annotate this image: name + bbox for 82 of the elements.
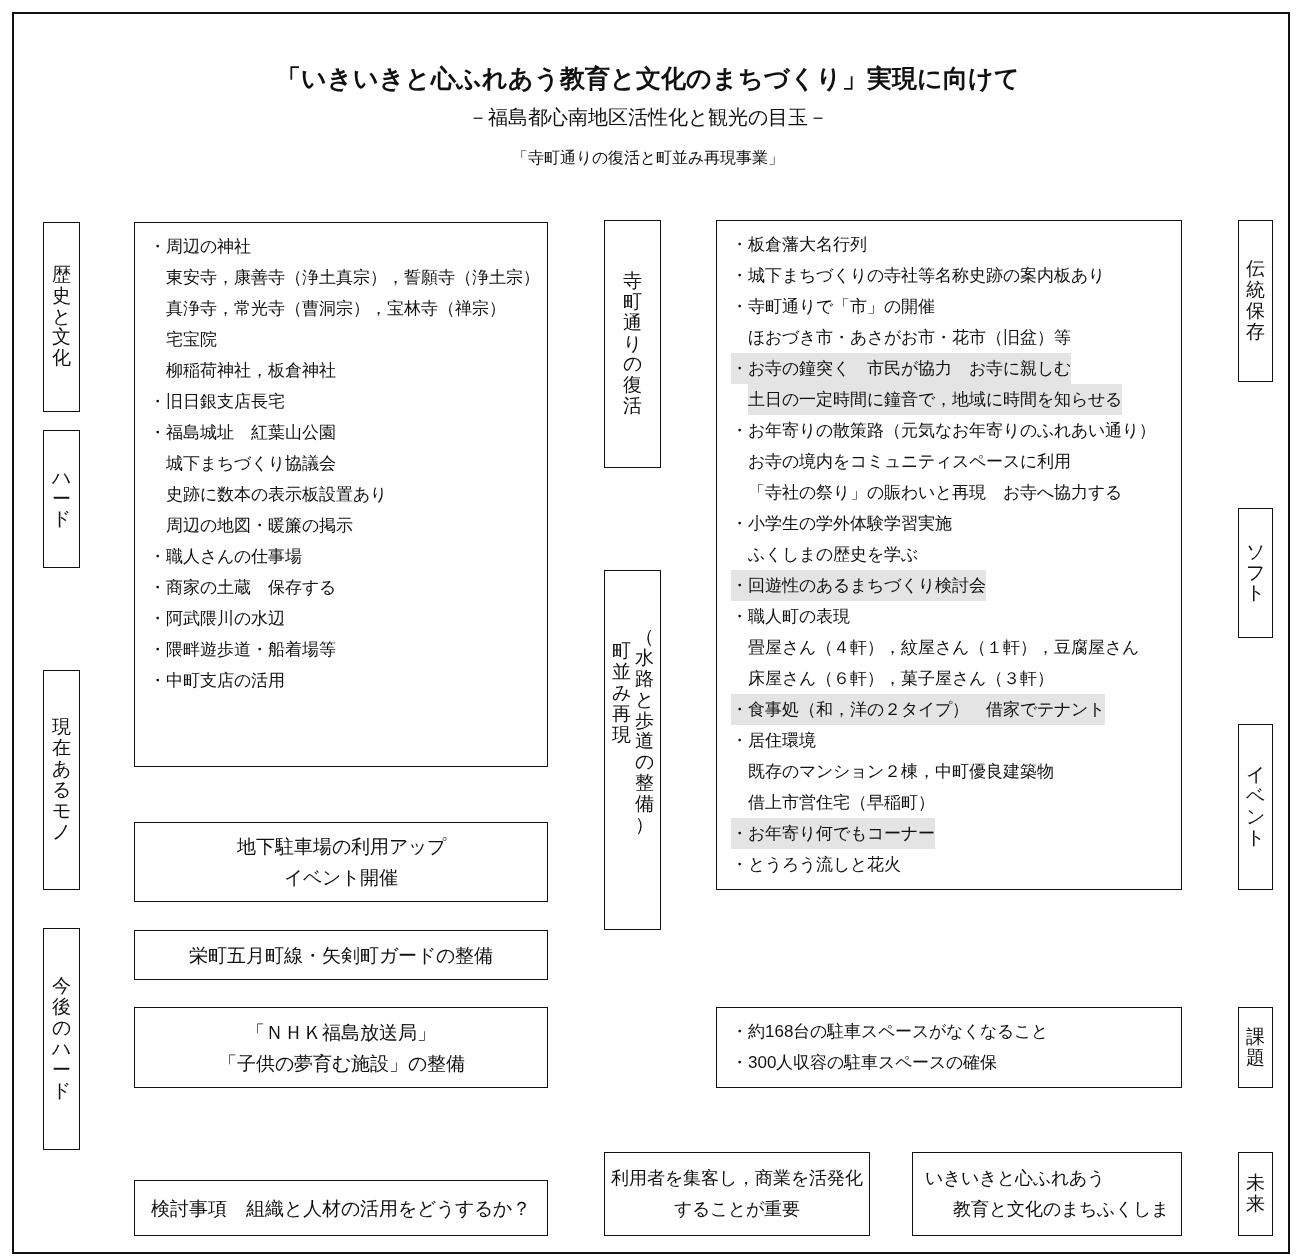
list-item: 史跡に数本の表示板設置あり — [166, 484, 387, 506]
content-box — [912, 1152, 1182, 1236]
tag-label: 課題 — [1246, 1026, 1265, 1069]
list-item: ・居住環境 — [731, 730, 816, 752]
content-box — [604, 1152, 870, 1236]
box-text: 検討事項 組織と人材の活用をどうするか？ — [151, 1196, 531, 1221]
tag-label: （水路と歩道の整備） — [634, 627, 654, 836]
content-box — [134, 1180, 548, 1236]
content-box — [134, 1007, 548, 1088]
list-item: 東安寺，康善寺（浄土真宗），誓願寺（浄土宗） — [166, 267, 540, 289]
list-item: ほおづき市・あさがお市・花市（旧盆）等 — [748, 327, 1071, 349]
list-item: ・商家の土蔵 保存する — [149, 577, 336, 599]
tag-label: 現在あるモノ — [52, 717, 71, 843]
category-tag — [1238, 1007, 1273, 1088]
tag-label: 歴史と文化 — [52, 264, 71, 370]
list-item: 既存のマンション２棟，中町優良建築物 — [748, 761, 1054, 783]
list-item: ・お寺の鐘突く 市民が協力 お寺に親しむ — [731, 353, 1071, 384]
category-tag — [43, 928, 80, 1150]
content-box — [716, 1007, 1182, 1088]
list-item: ・とうろう流しと花火 — [731, 854, 901, 876]
box-text: いきいきと心ふれあう — [924, 1167, 1106, 1190]
tag-label: 今後のハード — [52, 976, 71, 1102]
box-text: 教育と文化のまちふくしま — [952, 1198, 1170, 1221]
list-item: ・福島城址 紅葉山公園 — [149, 422, 336, 444]
content-box — [716, 220, 1182, 890]
list-item: 土日の一定時間に鐘音で，地域に時間を知らせる — [748, 384, 1122, 415]
list-item: ・300人収容の駐車スペースの確保 — [731, 1052, 998, 1074]
list-item: ・旧日銀支店長宅 — [149, 391, 285, 413]
list-item: ・阿武隈川の水辺 — [149, 608, 285, 630]
category-tag — [1238, 508, 1273, 638]
list-item: ふくしまの歴史を学ぶ — [748, 544, 918, 566]
list-item: ・周辺の神社 — [149, 236, 251, 258]
list-item: 真浄寺，常光寺（曹洞宗），宝林寺（禅宗） — [166, 298, 506, 320]
list-item: ・寺町通りで「市」の開催 — [731, 296, 935, 318]
category-tag — [1238, 220, 1273, 382]
tag-label: 町並み再現 — [611, 641, 631, 746]
list-item: ・職人町の表現 — [731, 606, 850, 628]
list-item: 周辺の地図・暖簾の掲示 — [166, 515, 353, 537]
list-item: お寺の境内をコミュニティスペースに利用 — [748, 451, 1071, 473]
list-item: ・回遊性のあるまちづくり検討会 — [731, 570, 986, 601]
box-text: 「子供の夢育む施設」の整備 — [217, 1051, 465, 1076]
box-text: イベント開催 — [284, 866, 398, 890]
list-item: 柳稲荷神社，板倉神社 — [166, 360, 336, 382]
content-box — [134, 222, 548, 767]
list-item: ・食事処（和，洋の２タイプ） 借家でテナント — [731, 694, 1105, 725]
project-name: 「寺町通りの復活と町並み再現事業」 — [511, 148, 785, 168]
tag-label: 伝統保存 — [1246, 259, 1265, 343]
category-tag — [43, 430, 80, 568]
list-item: ・中町支店の活用 — [149, 670, 285, 692]
list-item: ・城下まちづくりの寺社等名称史跡の案内板あり — [731, 265, 1105, 287]
list-item: ・お年寄り何でもコーナー — [731, 818, 935, 849]
list-item: ・職人さんの仕事場 — [149, 546, 302, 568]
box-text: 地下駐車場の利用アップ — [236, 835, 446, 859]
list-item: 畳屋さん（４軒），紋屋さん（１軒），豆腐屋さん — [748, 637, 1139, 659]
content-box — [134, 930, 548, 980]
content-box — [134, 822, 548, 902]
tag-label: ハード — [52, 467, 71, 531]
title: 「いきいきと心ふれあう教育と文化のまちづくり」実現に向けて — [275, 63, 1021, 94]
list-item: 城下まちづくり協議会 — [166, 453, 336, 475]
list-item: ・隈畔遊歩道・船着場等 — [149, 639, 336, 661]
list-item: ・お年寄りの散策路（元気なお年寄りのふれあい通り） — [731, 420, 1156, 442]
box-text: 栄町五月町線・矢剣町ガードの整備 — [189, 943, 493, 968]
category-tag — [1238, 724, 1273, 890]
list-item: 宅宝院 — [166, 329, 217, 351]
tag-label: 寺町通りの復活 — [623, 270, 642, 418]
category-tag — [43, 670, 80, 890]
list-item: ・約168台の駐車スペースがなくなること — [731, 1021, 1049, 1043]
category-tag — [604, 570, 661, 930]
category-tag — [604, 220, 661, 468]
list-item: ・板倉藩大名行列 — [731, 234, 867, 256]
box-text: 利用者を集客し，商業を活発化することが重要 — [611, 1167, 863, 1221]
list-item: 「寺社の祭り」の賑わいと再現 お寺へ協力する — [748, 482, 1122, 504]
category-tag — [1238, 1152, 1273, 1236]
list-item: ・小学生の学外体験学習実施 — [731, 513, 952, 535]
category-tag — [43, 222, 80, 412]
tag-label: 未来 — [1246, 1173, 1265, 1215]
subtitle: －福島都心南地区活性化と観光の目玉－ — [467, 105, 829, 130]
list-item: 床屋さん（６軒），菓子屋さん（３軒） — [748, 668, 1054, 690]
tag-label: イベント — [1246, 765, 1265, 849]
tag-label: ソフト — [1246, 541, 1265, 605]
box-text: 「ＮＨＫ福島放送局」 — [246, 1020, 436, 1045]
list-item: 借上市営住宅（早稲町） — [748, 792, 935, 814]
